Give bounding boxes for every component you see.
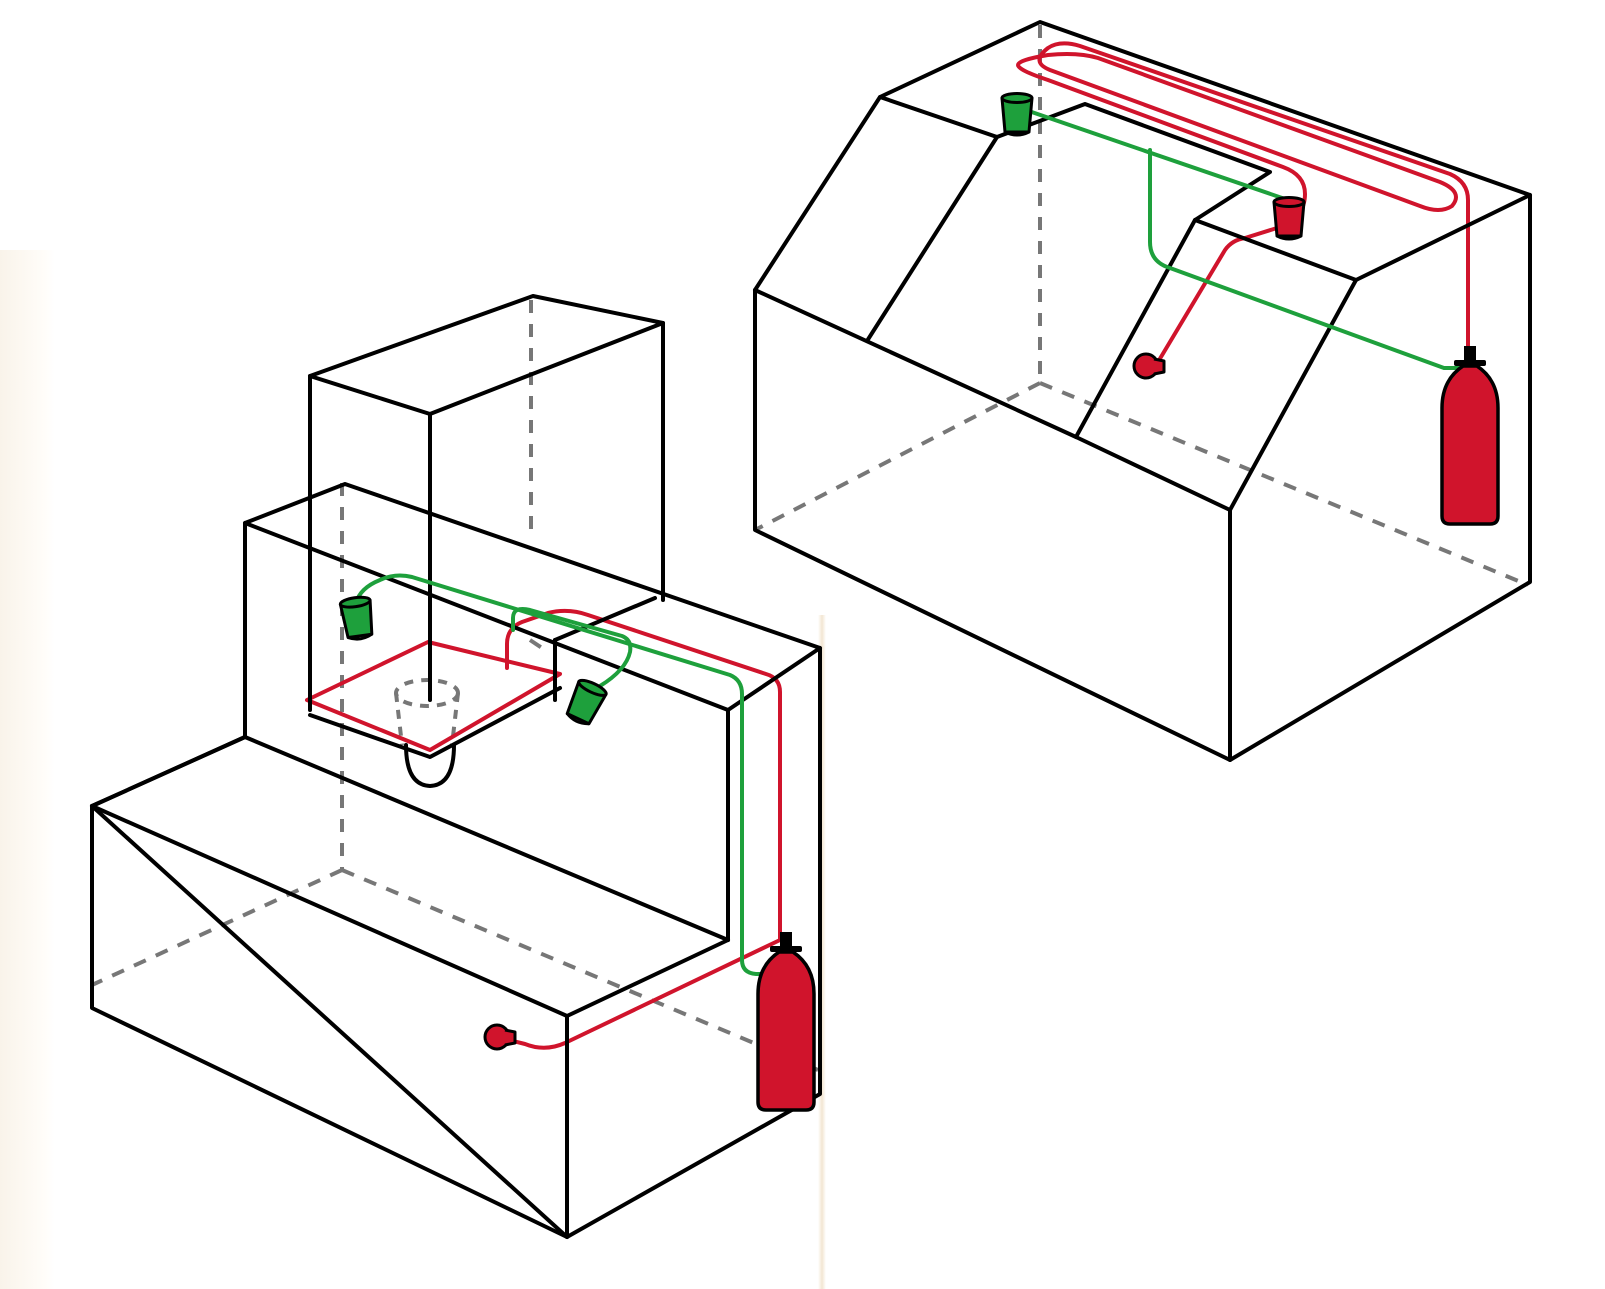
extinguisher-cylinder-icon xyxy=(1440,344,1500,526)
discharge-tube-right-main xyxy=(1148,148,1468,370)
discharge-tube-left xyxy=(354,573,774,976)
left-machine xyxy=(90,294,822,1239)
left-machine-outlines xyxy=(90,294,822,1239)
discharge-nozzle-icon xyxy=(1000,92,1034,137)
extinguisher-cylinder-icon xyxy=(756,930,816,1112)
left-machine-hidden-edges xyxy=(91,300,819,1072)
discharge-tube-right xyxy=(1018,106,1290,202)
discharge-nozzle-icon xyxy=(338,594,377,643)
detection-loop-left xyxy=(305,640,562,752)
right-machine-hidden-edges xyxy=(754,25,1529,587)
detector-nozzle-icon xyxy=(1272,196,1306,241)
pressure-switch-icon xyxy=(483,1023,517,1051)
right-machine-outlines xyxy=(753,20,1532,762)
right-machine xyxy=(753,20,1532,762)
discharge-branch-left xyxy=(511,607,633,688)
filter-pot-hidden xyxy=(394,678,460,746)
